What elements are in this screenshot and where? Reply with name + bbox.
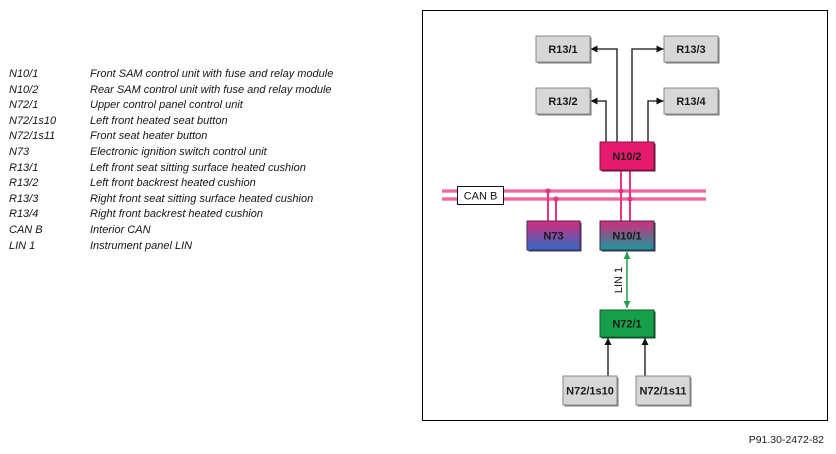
legend-description: Front seat heater button: [90, 130, 208, 143]
legend-description: Rear SAM control unit with fuse and rela…: [90, 83, 332, 96]
legend-row: N72/1s11 Front seat heater button: [9, 129, 333, 145]
arrow-n10-2-to-r13-1: [590, 45, 618, 142]
legend-row: N10/1 Front SAM control unit with fuse an…: [9, 67, 333, 83]
n73-box: [526, 220, 581, 251]
r13-2-label: R13/2: [548, 96, 577, 108]
legend-row: LIN 1 Instrument panel LIN: [9, 239, 333, 255]
arrow-n10-2-to-r13-2: [590, 97, 607, 142]
n10-2-label: N10/2: [612, 151, 641, 163]
legend-row: N72/1 Upper control panel control unit: [9, 98, 333, 114]
can-b-bus: CAN B: [442, 170, 706, 221]
legend-description: Electronic ignition switch control unit: [90, 145, 267, 158]
can-junction-dot: [627, 196, 633, 202]
can-b-label: CAN B: [464, 191, 498, 203]
lin-1-label: LIN 1: [613, 267, 625, 293]
legend-description: Right front backrest heated cushion: [90, 208, 264, 221]
n72-1s11-label: N72/1s11: [639, 386, 686, 398]
n72-1-label: N72/1: [612, 319, 641, 331]
r13-3-label: R13/3: [676, 44, 705, 56]
legend-row: R13/1 Left front seat sitting surface hea…: [9, 161, 333, 177]
can-junction-dot: [545, 188, 551, 194]
legend-row: N73 Electronic ignition switch control un…: [9, 145, 333, 161]
legend-code: R13/3: [9, 192, 39, 205]
component-r13-3: R13/3: [663, 35, 720, 64]
legend-code: N73: [9, 145, 30, 158]
n72-1s10-box: [562, 375, 618, 406]
lin-1-connection: LIN 1: [613, 252, 631, 308]
component-r13-1: R13/1: [535, 35, 592, 64]
component-r13-2: R13/2: [535, 87, 592, 116]
figure-code: P91.30-2472-82: [748, 434, 824, 446]
legend-row: N10/2 Rear SAM control unit with fuse and…: [9, 83, 333, 99]
legend-code: N10/2: [9, 83, 39, 96]
r13-1-box: [535, 35, 591, 63]
n10-2-box: [599, 141, 655, 171]
n10-1-label: N10/1: [612, 231, 641, 243]
legend-code: N72/1s11: [9, 130, 56, 143]
n72-1s10-label: N72/1s10: [566, 386, 614, 398]
r13-4-box: [663, 87, 719, 115]
legend-description: Interior CAN: [90, 223, 151, 236]
legend-row: R13/3 Right front seat sitting surface he…: [9, 192, 333, 208]
r13-3-box: [663, 35, 719, 63]
legend-description: Right front seat sitting surface heated …: [90, 192, 314, 205]
r13-1-label: R13/1: [548, 44, 577, 56]
n10-1-box: [599, 220, 655, 251]
arrow-n10-2-to-r13-4: [647, 97, 664, 142]
can-junction-dot: [618, 188, 624, 194]
legend-description: Upper control panel control unit: [90, 99, 243, 112]
can-b-label-box: [457, 186, 504, 205]
legend-code: LIN 1: [9, 239, 36, 252]
component-n10-2: N10/2: [599, 141, 656, 172]
n72-1s11-box: [635, 375, 691, 406]
can-junction-dot: [553, 196, 559, 202]
component-n72-1s11: N72/1s11: [635, 375, 692, 407]
component-r13-4: R13/4: [663, 87, 720, 116]
component-n73: N73: [526, 220, 582, 252]
component-n10-1: N10/1: [599, 220, 656, 252]
legend-description: Front SAM control unit with fuse and rel…: [90, 68, 334, 80]
legend-row: CAN B Interior CAN: [9, 223, 333, 239]
n72-1-box: [599, 309, 655, 338]
legend-row: N72/1s10 Left front heated seat button: [9, 114, 333, 130]
legend-code: N10/1: [9, 68, 39, 80]
legend-code: R13/1: [9, 161, 39, 174]
legend-row: R13/2 Left front backrest heated cushion: [9, 176, 333, 192]
arrow-n10-2-to-r13-3: [631, 45, 664, 142]
diagram-frame: [422, 10, 828, 421]
legend-code: R13/4: [9, 208, 39, 221]
legend-description: Left front heated seat button: [90, 114, 228, 127]
legend-code: N72/1: [9, 99, 39, 112]
component-n72-1s10: N72/1s10: [562, 375, 619, 407]
legend-code: R13/2: [9, 177, 39, 190]
legend-code: N72/1s10: [9, 114, 57, 127]
legend-row: R13/4 Right front backrest heated cushion: [9, 207, 333, 223]
legend-code: CAN B: [9, 223, 43, 236]
legend-description: Left front seat sitting surface heated c…: [90, 161, 306, 174]
n73-label: N73: [543, 231, 563, 243]
component-n72-1: N72/1: [599, 309, 656, 339]
legend-description: Left front backrest heated cushion: [90, 177, 256, 190]
r13-2-box: [535, 87, 591, 115]
legend: N10/1 Front SAM control unit with fuse an…: [9, 67, 333, 254]
legend-description: Instrument panel LIN: [90, 239, 193, 252]
r13-4-label: R13/4: [676, 96, 706, 108]
